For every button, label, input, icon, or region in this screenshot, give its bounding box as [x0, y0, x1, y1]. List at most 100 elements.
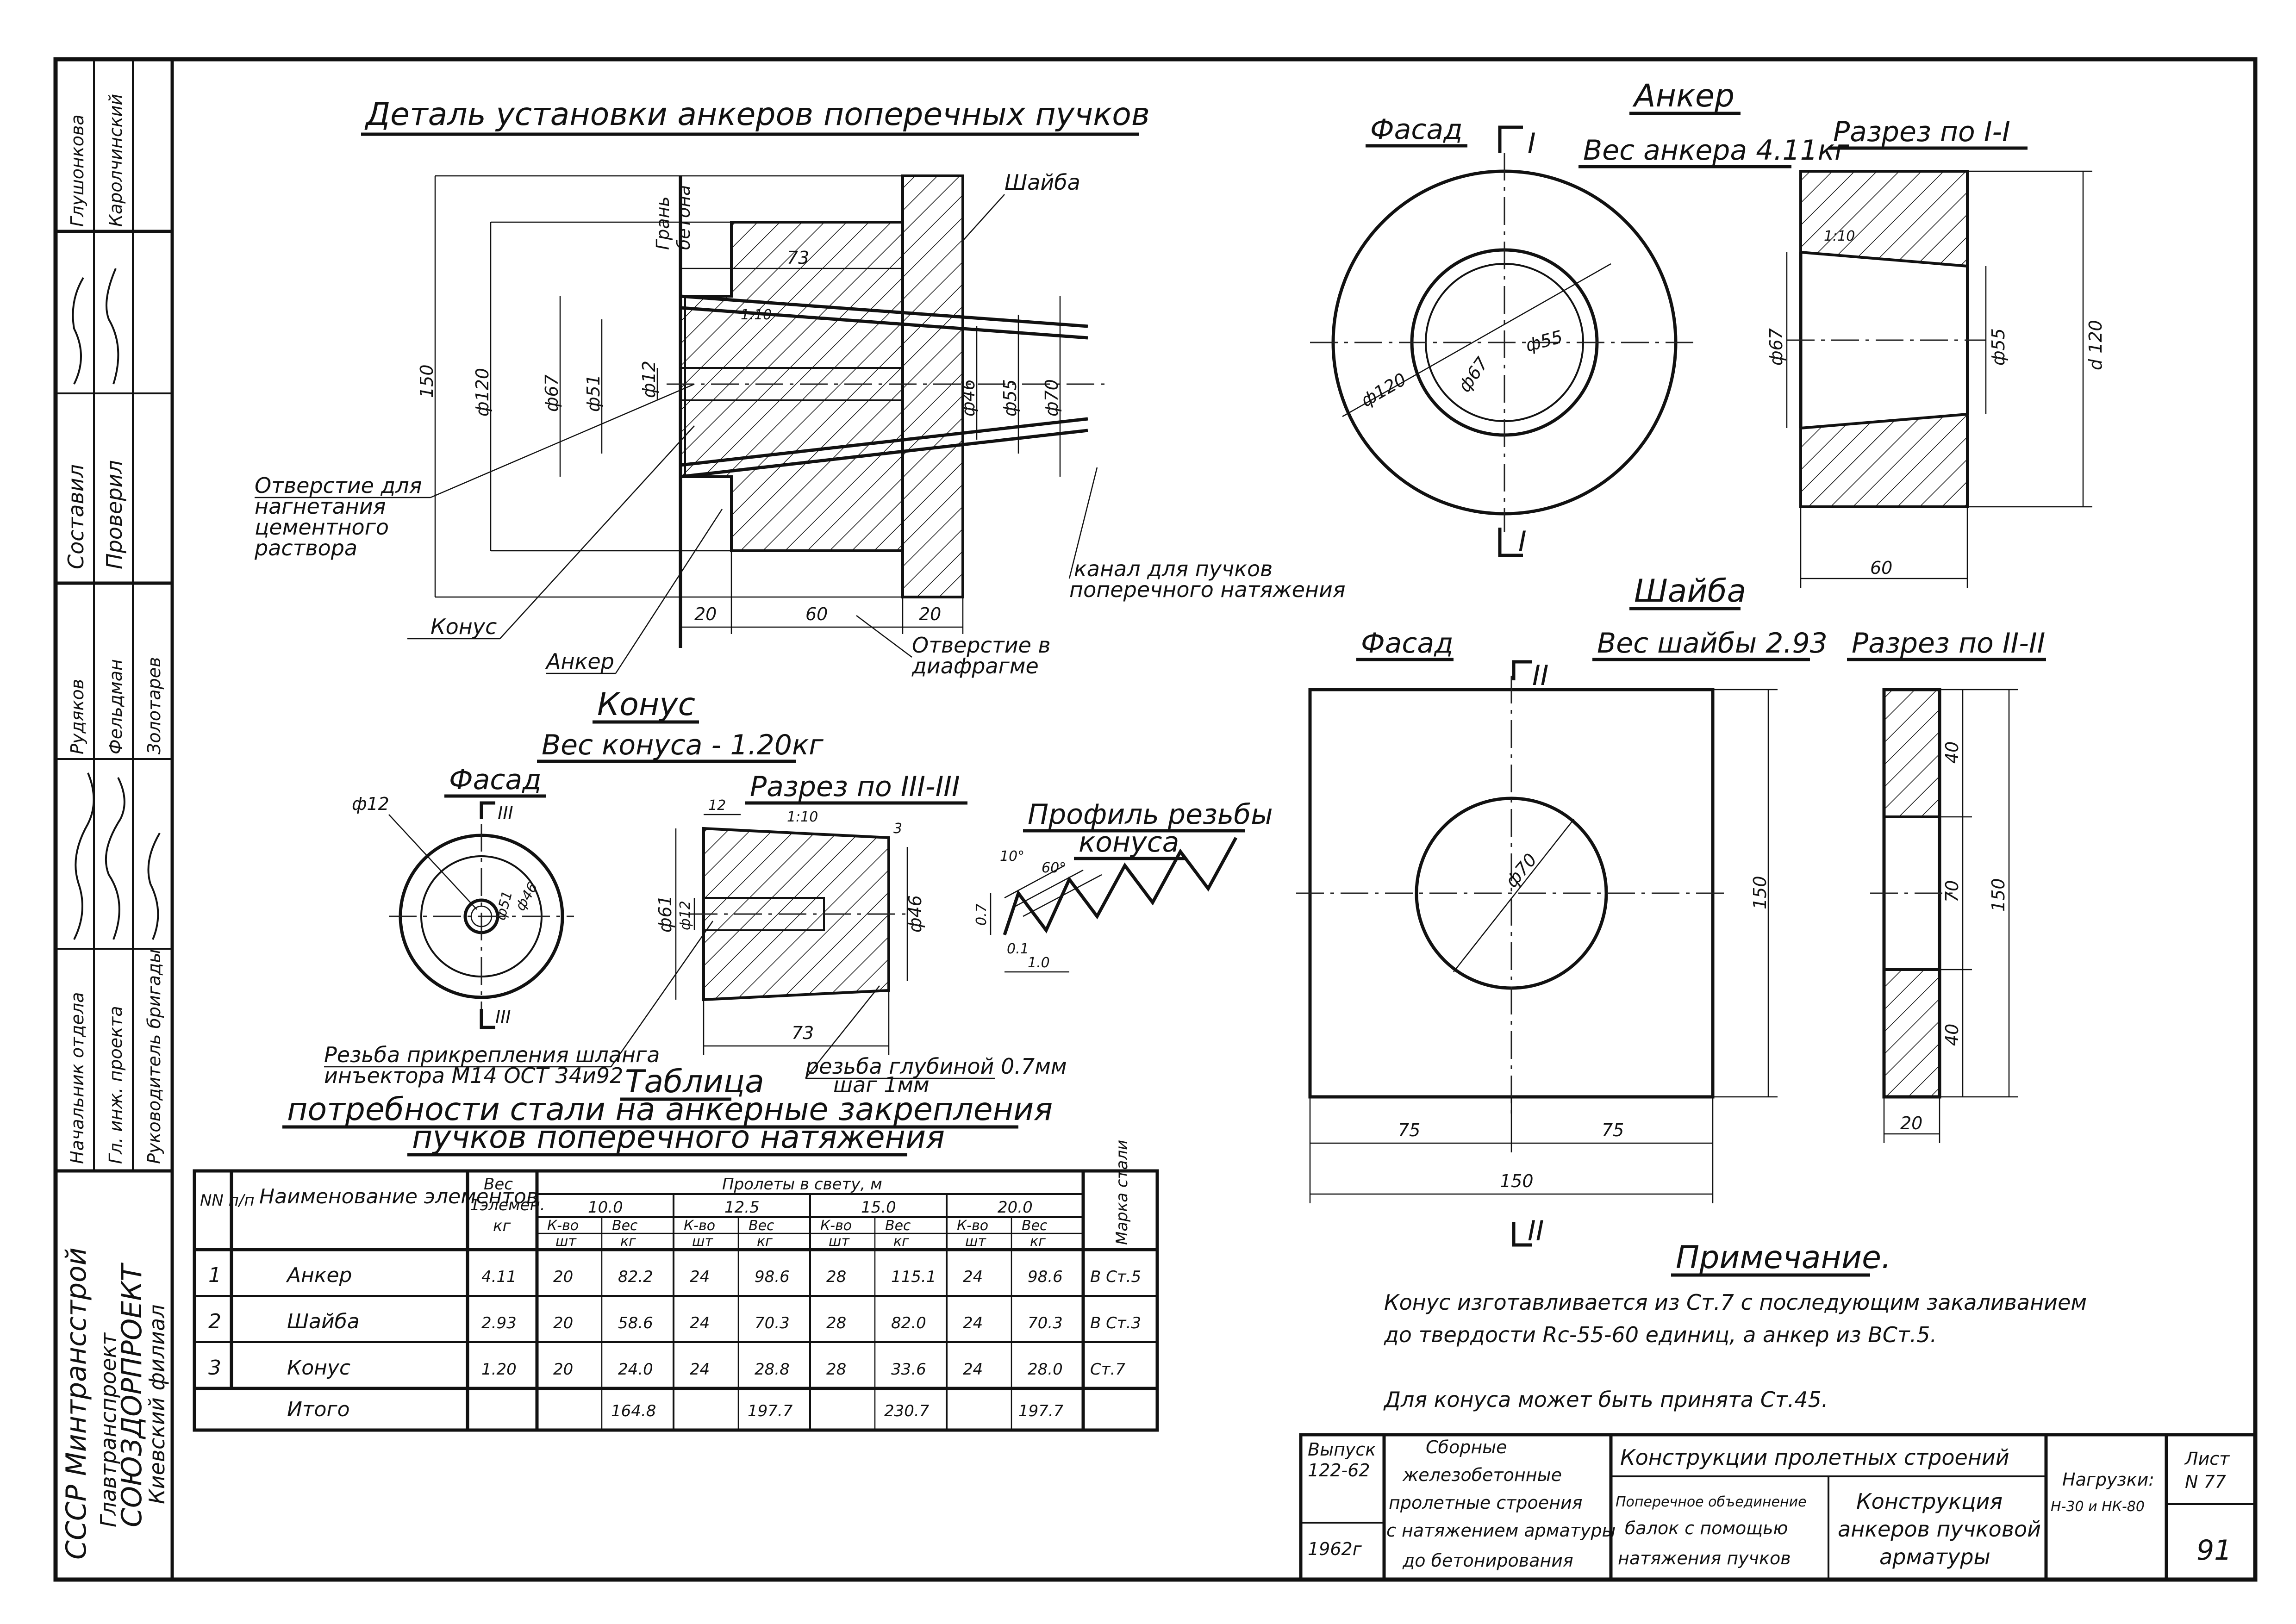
outer-frame	[53, 57, 2258, 1582]
row-cell: 82.0	[891, 1314, 926, 1332]
row-cell: 28	[826, 1360, 846, 1379]
th-span-2: 12.5	[724, 1198, 760, 1217]
washer-w75a: 75	[1398, 1120, 1420, 1140]
label-shaiba: Шайба	[1004, 170, 1080, 195]
signature-5	[72, 277, 84, 385]
total-3: 230.7	[884, 1402, 930, 1420]
total-1: 164.8	[611, 1402, 656, 1420]
note-line-3: Для конуса может быть принята Ст.45.	[1383, 1387, 1828, 1412]
washer-s20: 20	[1900, 1113, 1922, 1133]
label-hole-3: цементного	[255, 515, 389, 540]
th-sub-unit: шт	[692, 1233, 713, 1250]
dim-73: 73	[787, 248, 809, 268]
row-num: 1	[208, 1263, 221, 1287]
note-line-2: до твердости Rc-55-60 единиц, а анкер из…	[1384, 1322, 1937, 1347]
th-spans: Пролеты в свету, м	[722, 1175, 882, 1194]
washer-s40a: 40	[1942, 741, 1962, 764]
th-span-3: 15.0	[861, 1198, 896, 1217]
th-sub-label: К-во	[957, 1218, 988, 1234]
row-cell: 28.0	[1028, 1360, 1063, 1379]
th-span-1: 10.0	[588, 1198, 623, 1217]
th-name: Наименование элементов	[259, 1185, 538, 1208]
tb-desc-3: пролетные строения	[1389, 1493, 1583, 1513]
th-sub-label: К-во	[820, 1218, 852, 1234]
role-4: Составил	[63, 464, 88, 569]
row-grade: В Ст.5	[1090, 1268, 1141, 1286]
row-grade: В Ст.3	[1090, 1314, 1141, 1332]
table-subtitle-1: потребности стали на анкерные закреплени…	[287, 1091, 1053, 1128]
label-hole-4: раствора	[254, 535, 357, 560]
row-cell: 28.8	[755, 1360, 790, 1379]
row-num: 3	[208, 1356, 221, 1380]
washer-views: Шайба Фасад Вес шайбы 2.93 Разрез по II-…	[1296, 573, 2046, 1247]
role-3: Руководитель бригады	[144, 949, 164, 1164]
row-weight: 2.93	[481, 1314, 517, 1332]
label-gran: Грань	[653, 196, 673, 250]
label-hole-1: Отверстие для	[255, 473, 422, 498]
thread-t01: 0.1	[1007, 941, 1029, 957]
label-diaf-2: диафрагме	[911, 653, 1039, 678]
row-cell: 20	[553, 1268, 573, 1286]
washer-w150: 150	[1500, 1171, 1534, 1191]
cone-title: Конус	[597, 686, 695, 723]
cone-sd46: ф46	[905, 895, 925, 933]
label-diaf-1: Отверстие в	[912, 633, 1051, 658]
th-sub-unit: кг	[1030, 1233, 1046, 1250]
name-3: Золотарев	[144, 657, 164, 754]
row-cell: 24	[690, 1268, 710, 1286]
tb-sheet: N 77	[2185, 1472, 2226, 1492]
tb-sub-1: Поперечное объединение	[1616, 1494, 1807, 1510]
row-cell: 115.1	[891, 1268, 936, 1286]
signature-2	[105, 777, 125, 940]
row-cell: 24.0	[618, 1360, 653, 1379]
row-name: Конус	[287, 1356, 350, 1380]
anchor-s120: d 120	[2085, 320, 2106, 370]
anchor-s55: ф55	[1988, 328, 2009, 366]
washer-s70: 70	[1942, 880, 1962, 902]
washer-s150: 150	[1988, 878, 2009, 912]
tb-sheet-label: Лист	[2184, 1449, 2230, 1469]
cone-slope: 1:10	[787, 809, 818, 825]
label-konus: Конус	[430, 614, 497, 639]
row-cell: 98.6	[755, 1268, 790, 1286]
th-weight-1: Вес	[484, 1175, 513, 1194]
dim-20a: 20	[694, 604, 717, 624]
anchor-roman-bottom: I	[1518, 525, 1527, 558]
thread-profile: Профиль резьбы конуса 10° 60° 0.7 0.1 1.…	[973, 798, 1273, 973]
th-weight-2: 1элемен.	[470, 1196, 545, 1214]
anchor-s67: ф67	[1766, 328, 1786, 366]
th-sub-unit: шт	[965, 1233, 986, 1250]
anchor-views: Анкер Фасад Вес анкера 4.11кг Разрез по …	[1310, 78, 2106, 588]
row-name: Шайба	[287, 1310, 360, 1333]
cone-s12: 12	[708, 797, 726, 814]
anchor-d67: ф67	[1454, 354, 1492, 396]
cone-views: Конус Вес конуса - 1.20кг Фасад Разрез п…	[324, 686, 1067, 1097]
note-title: Примечание.	[1676, 1239, 1891, 1276]
dim-60: 60	[805, 604, 828, 624]
cone-d12: ф12	[352, 794, 389, 814]
thread-a60: 60°	[1042, 860, 1066, 876]
left-strip: СССР Минтрансстрой Главтранспроект СОЮЗД…	[56, 59, 172, 1560]
washer-facade: Фасад	[1361, 627, 1454, 660]
row-cell: 24	[690, 1360, 710, 1379]
thread-title-2: конуса	[1079, 826, 1179, 859]
cone-roman-bottom: III	[495, 1007, 511, 1027]
table-subtitle-2: пучков поперечного натяжения	[412, 1119, 945, 1156]
thread-h07: 0.7	[973, 903, 990, 926]
cone-depth-note-1: резьба глубиной 0.7мм	[805, 1054, 1067, 1079]
tb-desc-2: железобетонные	[1402, 1465, 1562, 1485]
row-cell: 70.3	[1028, 1314, 1063, 1332]
dim-120: ф120	[472, 368, 493, 417]
installation-detail: Деталь установки анкеров поперечных пучк…	[254, 96, 1346, 678]
anchor-facade: Фасад	[1370, 113, 1463, 146]
thread-p10: 1.0	[1028, 955, 1050, 971]
name-1: Рудяков	[67, 679, 87, 754]
label-kanal-1: канал для пучков	[1074, 556, 1273, 581]
row-cell: 24	[963, 1268, 983, 1286]
label-kanal-2: поперечного натяжения	[1069, 577, 1346, 602]
name-5: Каролчинский	[106, 94, 126, 227]
washer-section: Разрез по II-II	[1852, 627, 2045, 660]
